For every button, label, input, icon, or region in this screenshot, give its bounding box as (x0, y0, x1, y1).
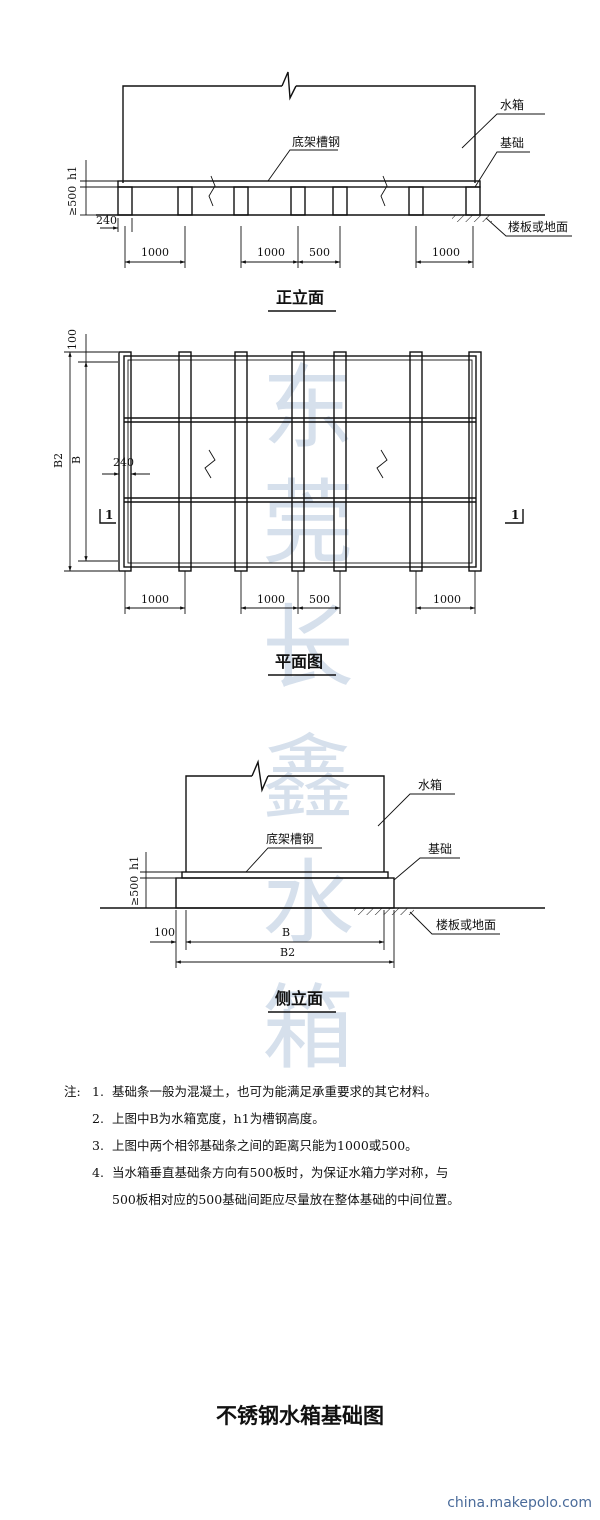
break-symbol (204, 449, 216, 479)
plan-frame-outer (123, 355, 477, 568)
dim-500: ≥500 (66, 186, 79, 216)
notes-block: 注: 1. 基础条一般为混凝土，也可为能满足承重要求的其它材料。 2. 上图中B… (64, 1078, 584, 1213)
note-text: 上图中两个相邻基础条之间的距离只能为1000或500。 (112, 1138, 418, 1153)
label-channel: 底架槽钢 (292, 134, 340, 149)
dim-h1: h1 (128, 856, 141, 870)
break-symbol (208, 175, 216, 207)
dim-label: 1000 (433, 593, 461, 606)
dim-100: 100 (66, 329, 79, 350)
leader-tank (377, 793, 455, 827)
watermark: 东 莞 长 鑫 水 箱 (262, 355, 354, 1082)
label-foundation: 基础 (428, 842, 452, 856)
label-tank: 水箱 (500, 97, 524, 112)
watermark-char: 莞 (262, 470, 354, 577)
tank-outline (122, 85, 476, 183)
leader-channel (245, 847, 322, 873)
break-symbol (281, 71, 297, 101)
dim-label: 1000 (257, 593, 285, 606)
side-view: 水箱 底架槽钢 基础 楼板或地面 h1 ≥500 100 B B2 侧立面 (100, 759, 545, 1013)
watermark-char: 箱 (262, 975, 354, 1082)
note-text: 上图中B为水箱宽度，h1为槽钢高度。 (112, 1111, 325, 1126)
dim-label: 1000 (141, 593, 169, 606)
plan-view-title: 平面图 (275, 652, 323, 671)
leader-floor (409, 911, 500, 935)
section-mark-left (99, 509, 116, 524)
label-floor: 楼板或地面 (508, 219, 568, 234)
dim-240: 240 (96, 214, 117, 227)
dim-B: B (70, 456, 83, 464)
plan-frame-inner (127, 359, 473, 564)
dim-label: 1000 (257, 246, 285, 259)
break-symbol (380, 175, 388, 207)
tank-outline (185, 775, 385, 872)
note-text: 当水箱垂直基础条方向有500板时，为保证水箱力学对称，与 (112, 1165, 449, 1180)
foundation-strips (117, 186, 481, 216)
watermark-char: 水 (262, 850, 354, 957)
note-item: 2. 上图中B为水箱宽度，h1为槽钢高度。 (64, 1105, 584, 1132)
note-number: 1. (92, 1084, 104, 1099)
side-view-title: 侧立面 (275, 989, 323, 1008)
section-mark-right (505, 509, 524, 524)
note-text: 500板相对应的500基础间距应尽量放在整体基础的中间位置。 (112, 1192, 460, 1207)
note-text: 基础条一般为混凝土，也可为能满足承重要求的其它材料。 (112, 1084, 438, 1099)
dim-500: ≥500 (128, 876, 141, 906)
section-label-left: 1 (105, 508, 113, 522)
plan-view: 100 B2 B 240 1 1 1000 1000 500 1000 平面图 (52, 329, 524, 676)
note-number: 4. (92, 1165, 104, 1180)
leader-foundation (474, 151, 530, 188)
note-number: 2. (92, 1111, 104, 1126)
label-foundation: 基础 (500, 136, 524, 150)
break-symbol (376, 449, 388, 479)
note-item: 注: 1. 基础条一般为混凝土，也可为能满足承重要求的其它材料。 (64, 1078, 584, 1105)
leader-tank (461, 113, 545, 149)
dim-label: 1000 (141, 246, 169, 259)
dim-h1: h1 (66, 166, 79, 180)
dim-B2: B2 (280, 946, 295, 959)
label-channel: 底架槽钢 (266, 831, 314, 846)
dim-B2: B2 (52, 453, 65, 468)
section-label-right: 1 (511, 508, 519, 522)
note-item: 500板相对应的500基础间距应尽量放在整体基础的中间位置。 (64, 1186, 584, 1213)
note-number (92, 1186, 112, 1213)
dim-label: 500 (309, 246, 330, 259)
footer-watermark: china.makepolo.com (447, 1495, 592, 1511)
channel-steel (117, 180, 481, 188)
main-title: 不锈钢水箱基础图 (216, 1404, 384, 1428)
front-view-title: 正立面 (276, 288, 324, 307)
dim-100: 100 (154, 926, 175, 939)
note-number: 3. (92, 1138, 104, 1153)
break-symbol (251, 759, 269, 793)
leader-foundation (393, 857, 460, 881)
leader-channel (267, 149, 338, 182)
dim-240: 240 (113, 456, 134, 469)
note-item: 4. 当水箱垂直基础条方向有500板时，为保证水箱力学对称，与 (64, 1159, 584, 1186)
notes-prefix: 注: (64, 1084, 81, 1099)
label-tank: 水箱 (418, 777, 442, 792)
note-item: 3. 上图中两个相邻基础条之间的距离只能为1000或500。 (64, 1132, 584, 1159)
dim-B: B (282, 926, 290, 939)
watermark-char: 东 (262, 355, 354, 462)
dim-label: 500 (309, 593, 330, 606)
ground-hatch (452, 215, 492, 222)
dim-label: 1000 (432, 246, 460, 259)
leader-floor (485, 217, 572, 237)
front-view: 水箱 底架槽钢 基础 楼板或地面 h1 ≥500 240 1000 1000 5… (66, 71, 572, 312)
watermark-char: 鑫 (262, 725, 354, 832)
watermark-char: 长 (262, 595, 354, 702)
label-floor: 楼板或地面 (436, 917, 496, 932)
